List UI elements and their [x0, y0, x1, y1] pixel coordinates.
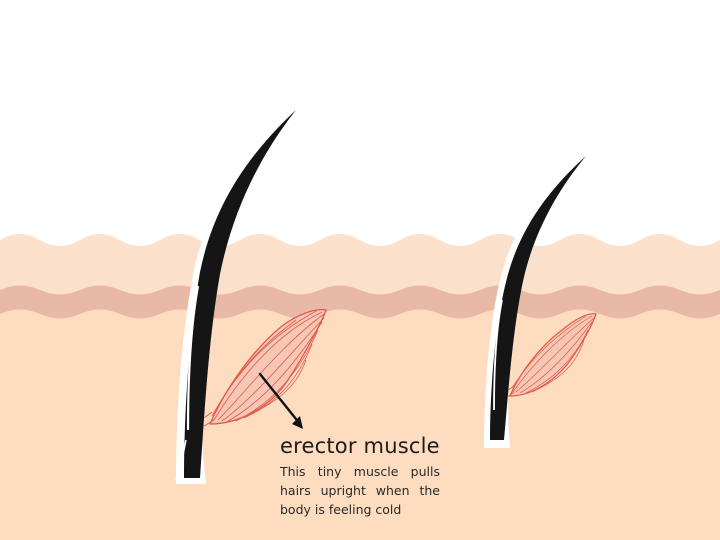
dermis-layer	[0, 300, 720, 540]
hair-strand-left	[175, 108, 300, 484]
dermis-band	[0, 285, 720, 319]
erector-muscle-left	[203, 308, 327, 427]
erector-muscle-right	[505, 313, 597, 399]
hair-strand-right	[484, 154, 588, 448]
annotation-block: erector muscle This tiny muscle pulls ha…	[280, 434, 440, 519]
annotation-title: erector muscle	[280, 434, 440, 458]
annotation-description: This tiny muscle pulls hairs upright whe…	[280, 464, 440, 517]
pointer-arrow-icon	[258, 372, 303, 429]
